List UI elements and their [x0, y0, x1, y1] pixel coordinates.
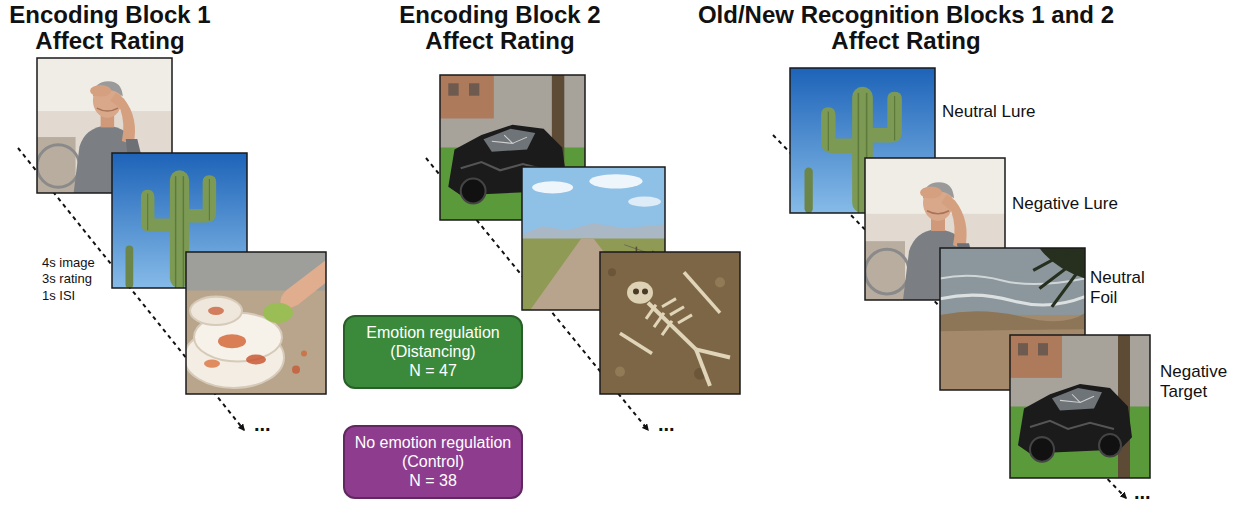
stimulus-photo	[1010, 335, 1150, 478]
photo-frame	[600, 252, 740, 394]
photo-frame	[186, 252, 326, 394]
group-box: Emotion regulation (Distancing)N = 47	[343, 315, 523, 389]
box-text: No emotion regulation (Control)	[353, 433, 513, 471]
column-heading: Encoding Block 2 Affect Rating	[390, 2, 610, 55]
box-text: Emotion regulation (Distancing)	[353, 323, 513, 361]
box-text: N = 47	[353, 361, 513, 380]
box-text: N = 38	[353, 471, 513, 490]
label-text: Negative Lure	[1012, 194, 1137, 214]
trial-type-label: Negative Target	[1160, 362, 1242, 403]
column-heading: Old/New Recognition Blocks 1 and 2 Affec…	[676, 2, 1136, 55]
label-text: ...	[1134, 480, 1164, 504]
timing-note: 4s image 3s rating 1s ISI	[42, 255, 106, 304]
label-text: Negative Target	[1160, 362, 1242, 403]
trial-type-label: Neutral Foil	[1090, 268, 1160, 309]
stimulus-photo	[184, 252, 326, 394]
label-text: ...	[658, 412, 688, 436]
continuation-dots: ...	[254, 412, 284, 436]
trial-type-label: Neutral Lure	[942, 102, 1062, 122]
label-text: Encoding Block 2 Affect Rating	[390, 2, 610, 55]
label-text: Encoding Block 1 Affect Rating	[0, 2, 220, 55]
column-heading: Encoding Block 1 Affect Rating	[0, 2, 220, 55]
continuation-dots: ...	[658, 412, 688, 436]
label-text: ...	[254, 412, 284, 436]
label-text: Old/New Recognition Blocks 1 and 2 Affec…	[676, 2, 1136, 55]
trial-type-label: Negative Lure	[1012, 194, 1137, 214]
label-text: Neutral Foil	[1090, 268, 1160, 309]
photo-frame	[1010, 335, 1150, 478]
label-text: 4s image 3s rating 1s ISI	[42, 255, 106, 304]
continuation-dots: ...	[1134, 480, 1164, 504]
label-text: Neutral Lure	[942, 102, 1062, 122]
stimulus-photo	[600, 252, 740, 394]
group-box: No emotion regulation (Control)N = 38	[343, 425, 523, 499]
